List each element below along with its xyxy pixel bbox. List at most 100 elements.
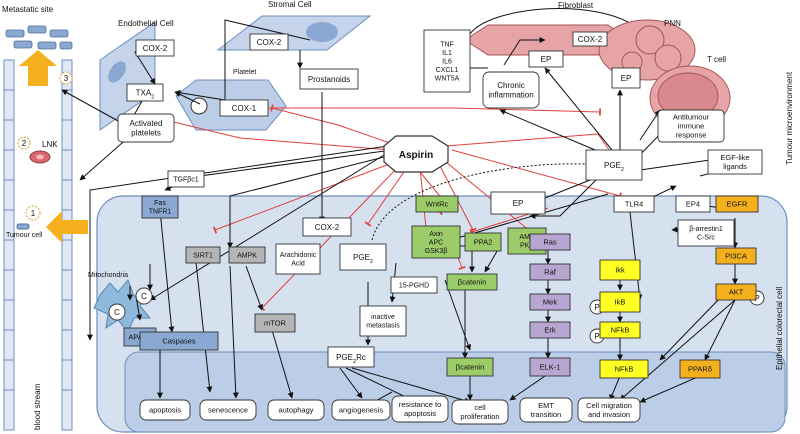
nfkb-1-box: NFkB [599, 321, 641, 339]
ikb-box: IkB [599, 291, 641, 313]
t-cell-label: T cell [707, 55, 726, 64]
cox1-box: COX-1 [219, 99, 269, 117]
ep-pnn-box-text: EP [621, 74, 632, 83]
pi3ca-box: PI3CA [715, 247, 757, 265]
outcome-emt-text: transition [531, 410, 561, 419]
activation-link-74 [629, 211, 643, 301]
pnn-label: PNN [664, 19, 681, 28]
arachidonic-box-text: Arachidonic [280, 252, 317, 259]
activation-link-29 [195, 261, 213, 393]
aspirin-node: Aspirin [383, 135, 449, 173]
activation-link-34 [149, 149, 393, 301]
ppa2-box-text: PPA2 [474, 238, 493, 247]
ep-pnn-box: EP [611, 67, 641, 89]
c1-icon: C [108, 303, 126, 321]
bcatenin-1-box: βcatenin [446, 273, 498, 291]
caspases-box-text: Caspases [162, 337, 196, 346]
sirt1-box-text: SIRT1 [193, 252, 213, 259]
outcome-apoptosis-text: apoptosis [149, 406, 181, 415]
activation-link-47 [509, 373, 549, 401]
outcome-autophagy-text: autophagy [278, 406, 313, 415]
outcome-angiogenesis: angiogenesis [331, 399, 391, 421]
cox2-fibroblast-box: COX-2 [572, 31, 608, 47]
mtor-box: mTOR [254, 313, 296, 333]
cox2-epithelial-box-text: COX-2 [315, 223, 340, 232]
mek-box: Mek [529, 293, 571, 311]
blood-stream-label: blood stream [33, 383, 42, 430]
antitumour-box-text: immune [678, 122, 705, 131]
metastatic-site-label: Metastatic site [2, 5, 54, 14]
cox2-endothelial-box: COX-2 [135, 39, 175, 57]
cox2-endothelial-box-text: COX-2 [143, 44, 168, 53]
cox2-stromal-box-text: COX-2 [257, 38, 282, 47]
tlr4-box-text: TLR4 [625, 200, 643, 209]
activation-link-27 [227, 155, 389, 249]
cox2-fibroblast-box-text: COX-2 [578, 35, 603, 44]
p-erk-icon-text: P [594, 332, 599, 341]
tumour-microenvironment-region: Tumour microenvironment [785, 71, 794, 165]
activation-link-51 [609, 375, 621, 401]
activation-link-17 [61, 89, 121, 123]
raf-box: Raf [529, 263, 571, 281]
nfkb-2-box-text: NFkB [615, 365, 634, 374]
bcatenin-2-box-text: βcatenin [456, 363, 485, 372]
fibro-factors-box-text: IL6 [442, 58, 452, 65]
raf-box-text: Raf [544, 268, 557, 277]
bcatenin-1-box-text: βcatenin [458, 278, 487, 287]
ep-fibroblast-box-text: EP [541, 55, 552, 64]
ep-epithelial-box-text: EP [513, 199, 524, 208]
activation-link-30 [245, 265, 263, 311]
c2-icon-text: C [141, 292, 147, 301]
cox2-epithelial-box: COX-2 [302, 217, 352, 237]
metastasis-arrow [19, 50, 57, 86]
mtor-box-text: mTOR [264, 319, 287, 328]
inhibition-link-10 [212, 159, 401, 234]
mitochondria-label: Mitochondria [88, 272, 128, 279]
tgfb-box: TGFβc1 [167, 170, 205, 188]
activation-link-26 [87, 145, 389, 341]
tumour-cell [16, 223, 30, 230]
akt-box: AKT [715, 283, 757, 301]
platelet-label: Platelet [233, 69, 256, 76]
axin-box-text: Axin [429, 231, 443, 238]
aspirin-label: Aspirin [399, 150, 433, 161]
activation-link-80 [371, 162, 607, 241]
activation-link-61 [639, 375, 701, 403]
ikk-box-text: Ikk [615, 266, 625, 275]
egfr-box-text: EGFR [727, 200, 748, 209]
metastatic-site-cells [5, 25, 73, 50]
fibroblast-label: Fibroblast [558, 1, 594, 10]
activation-link-21 [174, 19, 311, 101]
outcome-resistance-text: resistance to [399, 400, 442, 409]
cox2-stromal-box: COX-2 [249, 33, 289, 51]
caspases-box: Caspases [139, 331, 219, 351]
step-2: 2 [17, 136, 31, 150]
activation-link-35 [339, 367, 363, 399]
wntrc-box: WntRc [415, 195, 459, 213]
svg-text:2: 2 [22, 139, 27, 148]
erk-box: Erk [529, 321, 571, 339]
pge2rc-box: PGE2Rc [327, 346, 375, 368]
ikk-box: Ikk [599, 259, 641, 281]
akt-box-text: AKT [729, 288, 744, 297]
inhibition-link-3 [364, 165, 409, 227]
txa2-box-text: TXA2 [136, 88, 155, 100]
c1-icon-text: C [114, 308, 120, 317]
chronic-inflammation-box-text: inflammation [488, 91, 533, 100]
blood-vessel [3, 59, 73, 431]
endothelial-cell-label: Endothelial Cell [118, 19, 174, 28]
egfr-box: EGFR [715, 195, 759, 213]
prostanoids-box-text: Prostanoids [308, 75, 350, 84]
pge2rc-box-text: PGE2Rc [336, 353, 366, 365]
arachidonic-box-text: Acid [291, 261, 305, 268]
tgfb-box-text: TGFβc1 [173, 176, 199, 183]
pghd-box-text: 15-PGHD [399, 282, 429, 289]
